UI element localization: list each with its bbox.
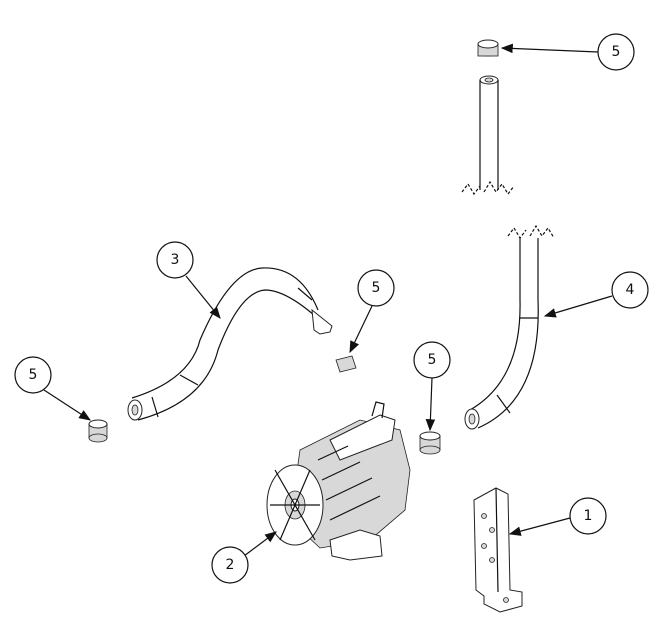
callout-label: 4 bbox=[626, 282, 635, 298]
callout-balloon-5-left: 5 bbox=[14, 356, 52, 394]
small-clip-part bbox=[335, 355, 357, 373]
callout-label: 5 bbox=[29, 367, 38, 383]
left-hose-part bbox=[127, 267, 333, 421]
bracket-part bbox=[473, 487, 523, 613]
callout-balloon-5-top: 5 bbox=[597, 33, 635, 71]
top-cap-part bbox=[477, 39, 499, 57]
pump-motor-part bbox=[266, 401, 411, 561]
right-hose-part bbox=[464, 224, 555, 430]
callout-balloon-4: 4 bbox=[611, 271, 649, 309]
callout-label: 3 bbox=[171, 252, 180, 268]
callout-balloon-5-clip: 5 bbox=[357, 269, 395, 307]
callout-balloon-1: 1 bbox=[569, 497, 607, 535]
callout-balloon-3: 3 bbox=[156, 241, 194, 279]
callout-label: 5 bbox=[428, 352, 437, 368]
callout-balloon-2: 2 bbox=[211, 546, 249, 584]
upper-pipe-part bbox=[461, 75, 515, 196]
mid-ring-part bbox=[419, 431, 441, 455]
callout-balloon-5-mid: 5 bbox=[413, 341, 451, 379]
callout-label: 5 bbox=[372, 280, 381, 296]
left-ring-part bbox=[88, 419, 108, 443]
callout-label: 2 bbox=[226, 557, 235, 573]
callout-label: 1 bbox=[584, 508, 593, 524]
callout-label: 5 bbox=[612, 44, 621, 60]
